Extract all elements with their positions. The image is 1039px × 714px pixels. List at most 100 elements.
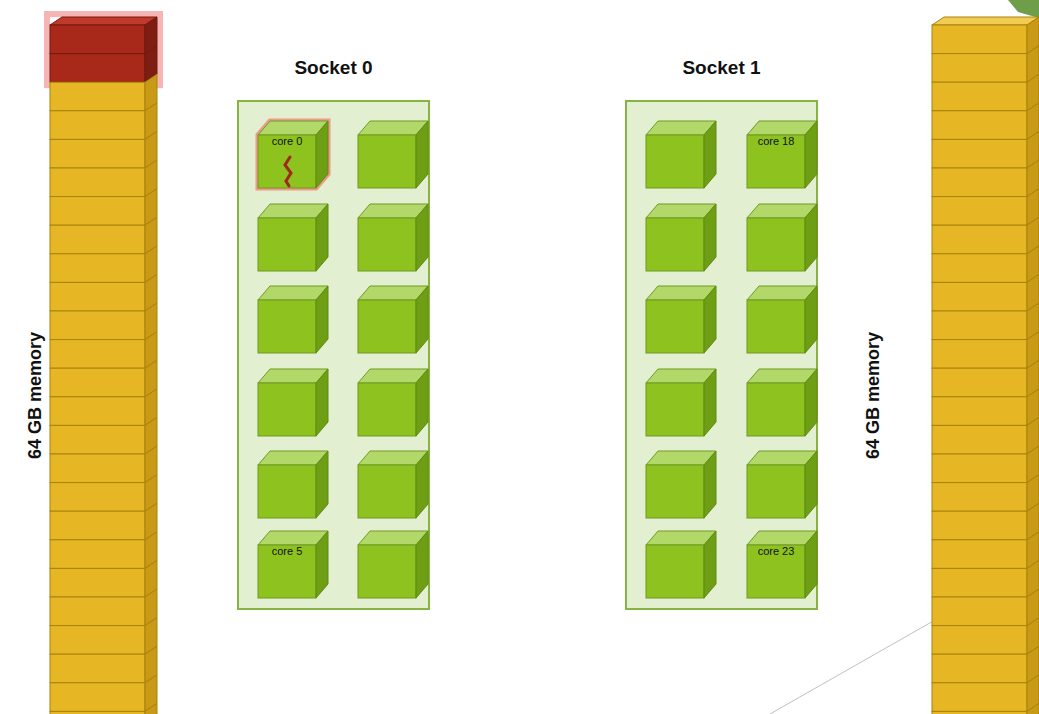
memory-block: [50, 597, 145, 626]
memory-block: [932, 139, 1027, 168]
memory-block: [50, 711, 145, 714]
slide-deco-line: [770, 620, 935, 714]
core-side: [805, 369, 817, 436]
cpu-core-unlabeled: [258, 286, 328, 353]
memory-block: [932, 111, 1027, 140]
cpu-core-unlabeled: [358, 204, 428, 271]
core-front: [646, 135, 704, 188]
core-side: [316, 121, 328, 188]
memory-block: [932, 683, 1027, 712]
core-front: [358, 300, 416, 353]
core-side: [416, 369, 428, 436]
memory-label: 64 GB memory: [863, 331, 884, 458]
memory-highlight-glow: [47, 14, 160, 85]
memory-block: [50, 483, 145, 512]
cpu-socket: Socket 0core 0core 5: [237, 100, 430, 610]
memory-label: 64 GB memory: [25, 331, 46, 458]
memory-block: [50, 225, 145, 254]
core-label: core 23: [747, 544, 805, 558]
memory-block-used: [50, 25, 145, 54]
cpu-core-unlabeled: [646, 204, 716, 271]
cpu-core-unlabeled: [358, 451, 428, 518]
core-front: [646, 300, 704, 353]
core-shape: [747, 121, 817, 188]
core-side: [316, 286, 328, 353]
cpu-core-unlabeled: [646, 369, 716, 436]
cpu-core-unlabeled: [747, 204, 817, 271]
core-front: [747, 383, 805, 436]
memory-block: [932, 711, 1027, 714]
core-front: [646, 218, 704, 271]
memory-block: [50, 340, 145, 369]
core-side: [416, 121, 428, 188]
cpu-core: core 23: [747, 531, 817, 598]
memory-block: [932, 397, 1027, 426]
core-side: [704, 121, 716, 188]
core-front: [258, 135, 316, 188]
memory-block: [932, 282, 1027, 311]
core-side: [704, 204, 716, 271]
memory-block: [932, 597, 1027, 626]
memory-block: [50, 368, 145, 397]
memory-block: [50, 282, 145, 311]
core-front: [646, 545, 704, 598]
memory-block: [50, 254, 145, 283]
memory-block: [50, 139, 145, 168]
memory-block: [932, 654, 1027, 683]
core-label: core 5: [258, 544, 316, 558]
memory-block: [50, 540, 145, 569]
slide-deco-corner: [1008, 0, 1039, 18]
memory-top: [50, 17, 157, 25]
core-front: [747, 300, 805, 353]
memory-block: [50, 425, 145, 454]
cpu-core-unlabeled: [747, 451, 817, 518]
core-front: [258, 545, 316, 598]
cpu-socket: Socket 1core 18core 23: [625, 100, 818, 610]
core-front: [747, 135, 805, 188]
core-side: [316, 531, 328, 598]
core-front: [358, 465, 416, 518]
memory-block: [932, 626, 1027, 655]
memory-block: [50, 568, 145, 597]
core-front: [258, 383, 316, 436]
cpu-core: core 18: [747, 121, 817, 188]
memory-block: [50, 168, 145, 197]
memory-block: [932, 197, 1027, 226]
socket-panel: [626, 101, 817, 609]
socket-title: Socket 0: [237, 57, 430, 79]
core-shape: [258, 531, 328, 598]
memory-block: [50, 111, 145, 140]
core-front: [358, 545, 416, 598]
core-side: [805, 451, 817, 518]
core-side: [316, 369, 328, 436]
memory-bank: 64 GB memory: [50, 17, 157, 714]
thread-squiggle: [285, 157, 291, 186]
core-side: [805, 531, 817, 598]
core-front: [747, 465, 805, 518]
memory-block: [50, 397, 145, 426]
memory-block: [932, 225, 1027, 254]
memory-block: [932, 311, 1027, 340]
memory-block: [932, 425, 1027, 454]
memory-block: [932, 25, 1027, 54]
core-front: [358, 218, 416, 271]
core-front: [747, 545, 805, 598]
core-side: [316, 451, 328, 518]
core-front: [358, 135, 416, 188]
core-shape: [747, 531, 817, 598]
memory-block: [932, 454, 1027, 483]
memory-top: [932, 17, 1039, 25]
memory-block: [932, 511, 1027, 540]
core-side: [416, 451, 428, 518]
memory-block: [50, 626, 145, 655]
cpu-core-unlabeled: [747, 286, 817, 353]
memory-block: [50, 311, 145, 340]
core-side: [704, 531, 716, 598]
socket-panel: [238, 101, 429, 609]
core-side: [805, 286, 817, 353]
memory-block: [932, 540, 1027, 569]
memory-block: [50, 197, 145, 226]
core-side: [704, 286, 716, 353]
cpu-core: core 5: [258, 531, 328, 598]
